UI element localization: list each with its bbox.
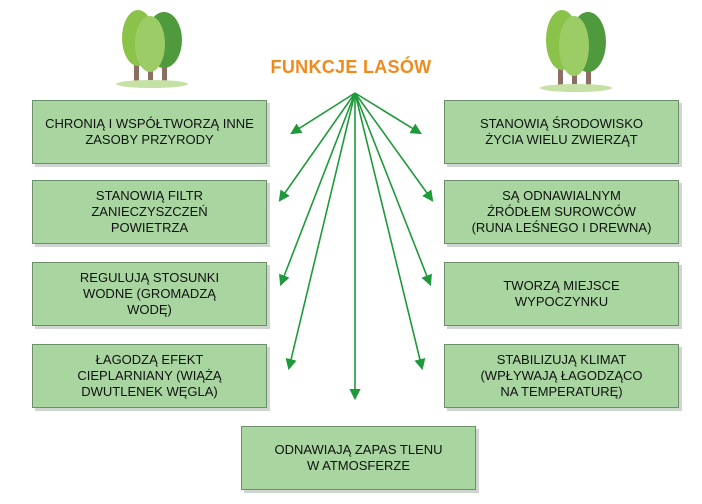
- function-text: REGULUJĄ STOSUNKI WODNE (GROMADZĄ WODĘ): [79, 270, 220, 317]
- function-box-bottom: ODNAWIAJĄ ZAPAS TLENU W ATMOSFERZE: [241, 426, 476, 490]
- tree-icon-left: [116, 10, 188, 88]
- function-text: ŁAGODZĄ EFEKT CIEPLARNIANY (WIĄŻĄ DWUTLE…: [77, 352, 222, 399]
- function-text: STANOWIĄ FILTR ZANIECZYSZCZEŃ POWIETRZA: [91, 188, 208, 235]
- tree-icon-right: [540, 10, 612, 92]
- function-text: STABILIZUJĄ KLIMAT (WPŁYWAJĄ ŁAGODZĄCO N…: [480, 352, 643, 399]
- function-box-left-2: STANOWIĄ FILTR ZANIECZYSZCZEŃ POWIETRZA: [32, 180, 267, 244]
- function-box-right-1: STANOWIĄ ŚRODOWISKO ŻYCIA WIELU ZWIERZĄT: [444, 100, 679, 164]
- arrow-right-3: [354, 92, 432, 287]
- function-box-right-2: SĄ ODNAWIALNYM ŹRÓDŁEM SUROWCÓW (RUNA LE…: [444, 180, 679, 244]
- arrow-right-2: [354, 92, 434, 202]
- function-text: SĄ ODNAWIALNYM ŹRÓDŁEM SUROWCÓW (RUNA LE…: [471, 188, 652, 235]
- function-box-right-3: TWORZĄ MIEJSCE WYPOCZYNKU: [444, 262, 679, 326]
- function-box-left-4: ŁAGODZĄ EFEKT CIEPLARNIANY (WIĄŻĄ DWUTLE…: [32, 344, 267, 408]
- function-box-left-1: CHRONIĄ I WSPÓŁTWORZĄ INNE ZASOBY PRZYRO…: [32, 100, 267, 164]
- diagram-title: FUNKCJE LASÓW: [270, 57, 432, 77]
- arrow-right-4: [354, 92, 426, 371]
- arrow-right-1: [354, 92, 422, 135]
- function-box-left-3: REGULUJĄ STOSUNKI WODNE (GROMADZĄ WODĘ): [32, 262, 267, 326]
- function-text: CHRONIĄ I WSPÓŁTWORZĄ INNE ZASOBY PRZYRO…: [45, 116, 254, 147]
- function-text: TWORZĄ MIEJSCE WYPOCZYNKU: [503, 278, 620, 309]
- function-text: ODNAWIAJĄ ZAPAS TLENU W ATMOSFERZE: [274, 442, 443, 473]
- function-box-right-4: STABILIZUJĄ KLIMAT (WPŁYWAJĄ ŁAGODZĄCO N…: [444, 344, 679, 408]
- arrow-left-3: [279, 92, 356, 287]
- arrow-left-2: [278, 92, 356, 202]
- arrow-left-1: [290, 92, 356, 135]
- arrow-left-4: [285, 92, 356, 371]
- function-text: STANOWIĄ ŚRODOWISKO ŻYCIA WIELU ZWIERZĄT: [480, 116, 643, 147]
